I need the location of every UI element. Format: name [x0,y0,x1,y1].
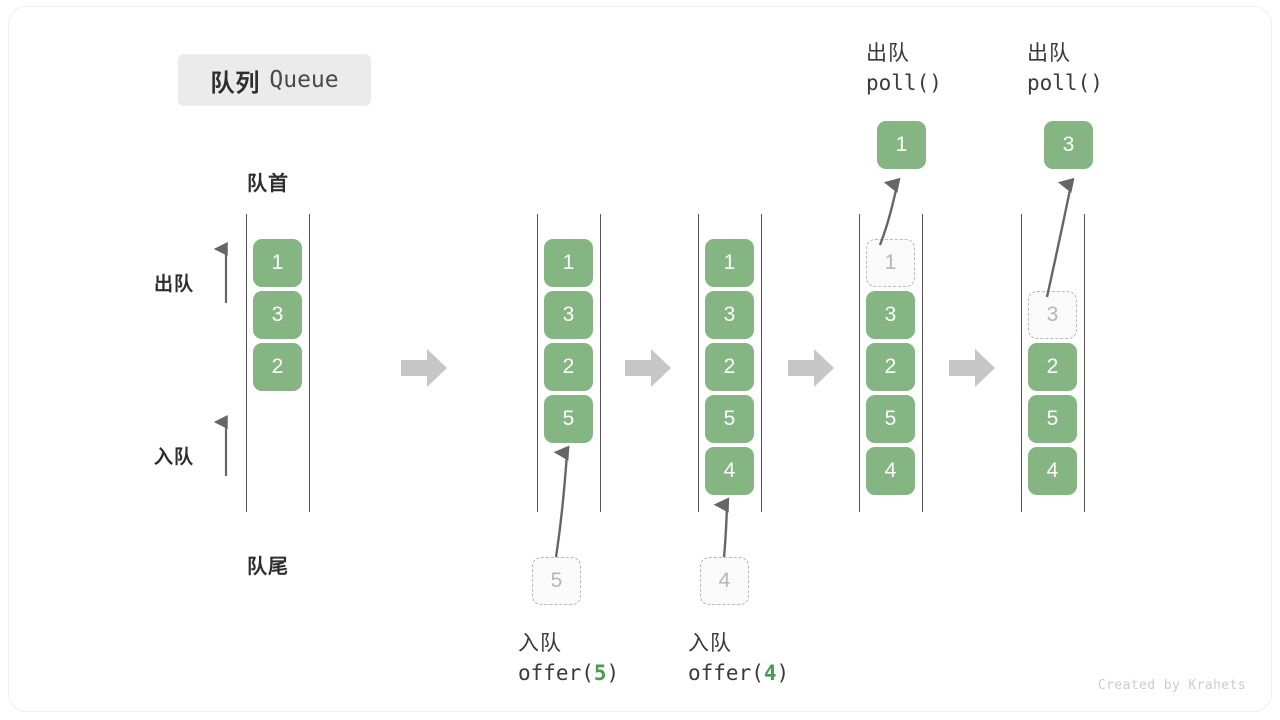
enqueue-caption-5: 入队 offer(5) [518,627,619,685]
queue-cell: 2 [544,343,593,391]
queue-cell: 5 [866,395,915,443]
queue-cell: 2 [866,343,915,391]
enqueue-caption-code: offer(4) [688,661,790,685]
rail-left [859,214,860,512]
queue-cell: 3 [866,291,915,339]
queue-cell: 5 [544,395,593,443]
dequeue-caption-3: 出队 poll() [1027,37,1103,95]
rail-right [309,214,310,512]
queue-cell: 4 [1028,447,1077,495]
step-arrow-icon [401,349,447,387]
rail-left [698,214,699,512]
rail-right [1084,214,1085,512]
enqueue-arrow-icon [553,445,570,558]
title-en: Queue [269,67,339,93]
step-arrow-icon [949,349,995,387]
popped-cell: 3 [1044,121,1093,169]
queue-cell: 3 [705,291,754,339]
rail-left [246,214,247,512]
incoming-ghost-cell: 4 [700,557,749,605]
enqueue-direction-arrow-icon [214,414,228,476]
queue-cell: 3 [253,291,302,339]
step-arrow-icon [625,349,671,387]
queue-cell: 5 [1028,395,1077,443]
title-cn: 队列 [210,69,261,97]
enqueue-direction-label: 入队 [154,447,195,468]
queue-cell: 4 [866,447,915,495]
enqueue-caption-code: offer(5) [518,661,620,685]
queue-cell: 5 [705,395,754,443]
enqueue-caption-cn: 入队 [518,632,562,655]
queue-column-after-offer-4: 1 3 2 5 4 [698,214,762,512]
queue-column-after-poll-3: 3 2 5 4 [1021,214,1085,512]
rail-right [600,214,601,512]
credit-text: Created by Krahets [1097,678,1246,693]
queue-cell: 1 [544,239,593,287]
rail-right [922,214,923,512]
dequeue-caption-cn: 出队 [866,42,910,65]
diagram-card: 队列 Queue 队首 队尾 出队 入队 1 3 2 1 3 2 5 [8,6,1272,712]
queue-cell: 2 [1028,343,1077,391]
queue-cell: 2 [253,343,302,391]
queue-column-after-offer-5: 1 3 2 5 [537,214,601,512]
queue-cell: 3 [544,291,593,339]
queue-column-initial: 1 3 2 [246,214,310,512]
dequeue-caption-code: poll() [866,71,942,95]
dequeue-arrow-icon [878,177,901,246]
queue-cell-ghost: 1 [866,239,915,287]
rail-right [761,214,762,512]
queue-cell: 2 [705,343,754,391]
enqueue-caption-cn: 入队 [688,632,732,655]
queue-column-after-poll-1: 1 3 2 5 4 [859,214,923,512]
queue-cell: 1 [705,239,754,287]
queue-cell: 4 [705,447,754,495]
rail-left [1021,214,1022,512]
queue-front-label: 队首 [247,173,289,195]
dequeue-direction-label: 出队 [154,274,195,295]
rail-left [537,214,538,512]
title-badge: 队列 Queue [178,54,371,106]
queue-rear-label: 队尾 [247,556,289,578]
dequeue-arrow-icon [1045,177,1075,298]
popped-cell: 1 [877,121,926,169]
enqueue-caption-4: 入队 offer(4) [688,627,789,685]
queue-cell: 1 [253,239,302,287]
step-arrow-icon [788,349,834,387]
enqueue-arrow-icon [713,497,730,558]
dequeue-direction-arrow-icon [214,241,228,303]
dequeue-caption-1: 出队 poll() [866,37,942,95]
dequeue-caption-cn: 出队 [1027,42,1071,65]
incoming-ghost-cell: 5 [532,557,581,605]
queue-cell-ghost: 3 [1028,291,1077,339]
dequeue-caption-code: poll() [1027,71,1103,95]
